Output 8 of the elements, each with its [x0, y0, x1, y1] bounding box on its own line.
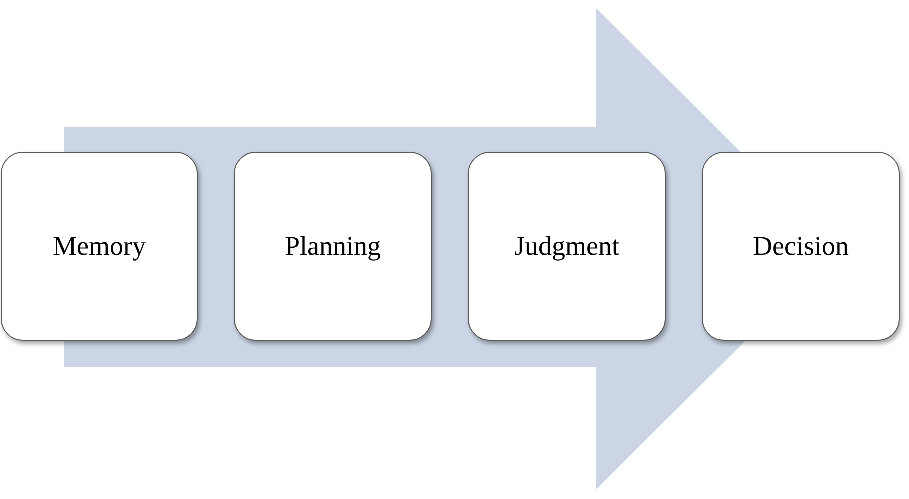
process-box: [1, 152, 198, 341]
box-label: Memory: [52, 230, 147, 263]
process-box: [234, 152, 432, 341]
process-box: [468, 152, 666, 341]
box-label: Decision: [752, 230, 850, 263]
box-label: Judgment: [514, 230, 620, 263]
box-label: Planning: [284, 230, 382, 263]
process-box: [702, 152, 900, 341]
